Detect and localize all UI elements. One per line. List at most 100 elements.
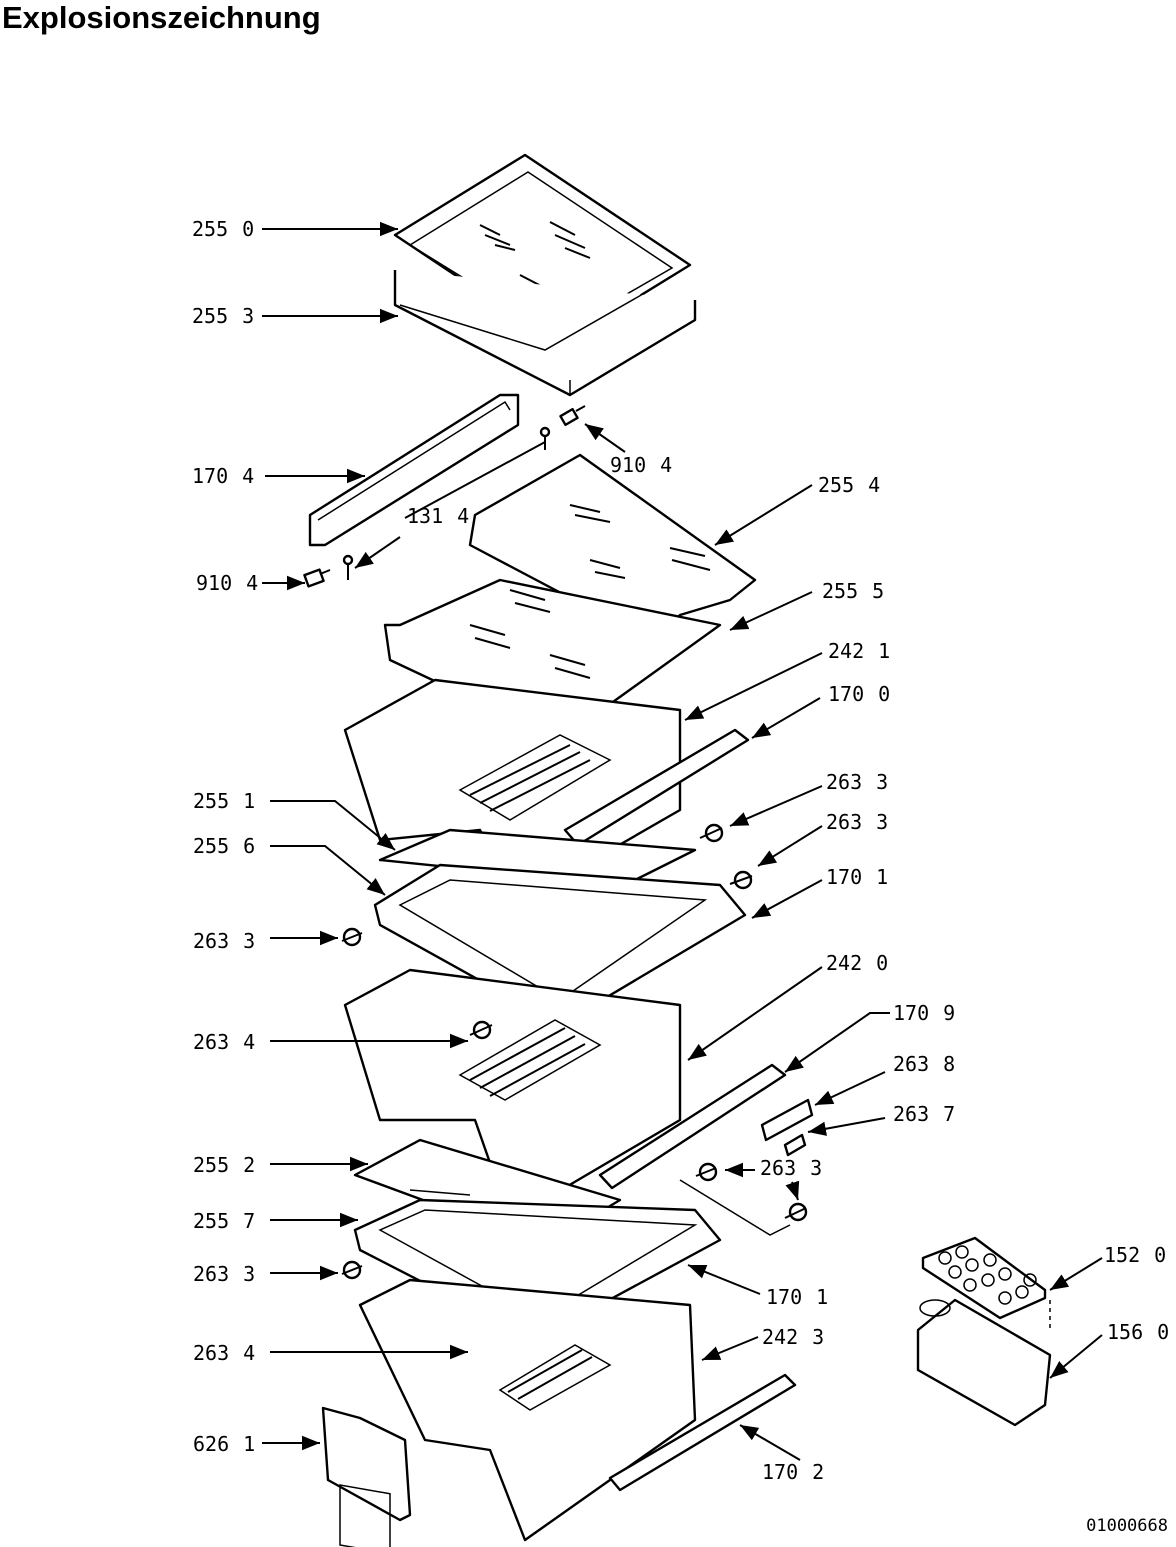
callout-index: 3 [810,1156,822,1180]
callout-label: 255 5 [822,579,884,603]
leader-lines [262,221,1103,1461]
drawer-middle [343,968,682,1222]
callout-part-number: 263 [193,929,229,953]
clip-263-3-f [341,1260,363,1280]
page-title: Explosionszeichnung [2,0,321,35]
callout-index: 1 [243,1432,255,1456]
callout-part-number: 255 [822,579,858,603]
callout-label: 910 4 [196,571,258,595]
callout-part-number: 242 [826,951,862,975]
callout-part-number: 170 [766,1285,802,1309]
callout-index: 7 [243,1209,255,1233]
callout-index: 1 [816,1285,828,1309]
trim-strip-170-2 [608,1373,797,1492]
callout-index: 2 [812,1460,824,1484]
clip-263-3-b [729,870,753,890]
callout-part-number: 255 [193,789,229,813]
bracket-263-8 [760,1098,814,1142]
callout-part-number: 170 [826,865,862,889]
egg-tray-152-0 [921,1236,1051,1330]
clip-263-3-e [679,1179,808,1236]
callout-part-number: 255 [192,304,228,328]
callout-index: 3 [243,1262,255,1286]
callout-index: 1 [878,639,890,663]
clip-263-3-c [341,927,363,947]
callout-index: 4 [243,1030,255,1054]
bracket-263-7 [783,1133,807,1157]
egg-box-156-0 [916,1298,1052,1427]
glass-shelf-middle [468,453,757,642]
callout-part-number: 255 [192,217,228,241]
callout-part-number: 263 [193,1262,229,1286]
callout-part-number: 242 [828,639,864,663]
clip-263-3-a [699,823,724,843]
callout-label: 263 3 [760,1156,822,1180]
callout-part-number: 263 [193,1030,229,1054]
callout-part-number: 910 [196,571,232,595]
callout-index: 3 [243,929,255,953]
callout-part-number: 156 [1107,1320,1143,1344]
callout-index: 0 [242,217,254,241]
callout-index: 0 [1157,1320,1169,1344]
document-number: 01000668 [1086,1516,1168,1536]
callout-index: 4 [243,1341,255,1365]
drawer-lower [358,1278,697,1542]
callout-index: 3 [876,770,888,794]
shelf-frame-top [393,270,697,397]
callout-label: 263 4 [193,1030,255,1054]
callout-label: 263 4 [193,1341,255,1365]
callout-index: 0 [878,682,890,706]
callout-part-number: 263 [826,770,862,794]
callout-part-number: 263 [826,810,862,834]
callout-index: 4 [242,464,254,488]
callout-part-number: 263 [893,1102,929,1126]
callout-label: 255 2 [193,1153,255,1177]
clip-upper [539,426,551,450]
callout-part-number: 255 [193,1153,229,1177]
callout-index: 4 [660,453,672,477]
callout-label: 263 3 [826,770,888,794]
clip-lower [342,554,354,580]
callout-part-number: 170 [192,464,228,488]
callout-part-number: 263 [760,1156,796,1180]
callout-index: 6 [243,834,255,858]
clip-263-4-a [469,1020,493,1040]
cover-frame-upper [373,863,747,1027]
callout-index: 9 [943,1001,955,1025]
callout-label: 255 3 [192,304,254,328]
callout-index: 3 [242,304,254,328]
callout-part-number: 242 [762,1325,798,1349]
callout-index: 5 [872,579,884,603]
callout-index: 1 [876,865,888,889]
callout-part-number: 170 [893,1001,929,1025]
callout-part-number: 131 [407,504,443,528]
callout-part-number: 263 [193,1341,229,1365]
callout-index: 4 [246,571,258,595]
clip-263-3-d [695,1162,718,1182]
label-holder-626-1 [321,1406,412,1547]
screw-upper [559,405,586,427]
callout-label: 263 3 [193,929,255,953]
callout-part-number: 152 [1104,1243,1140,1267]
callout-index: 2 [243,1153,255,1177]
trim-strip-upper [308,393,520,547]
callout-index: 3 [812,1325,824,1349]
